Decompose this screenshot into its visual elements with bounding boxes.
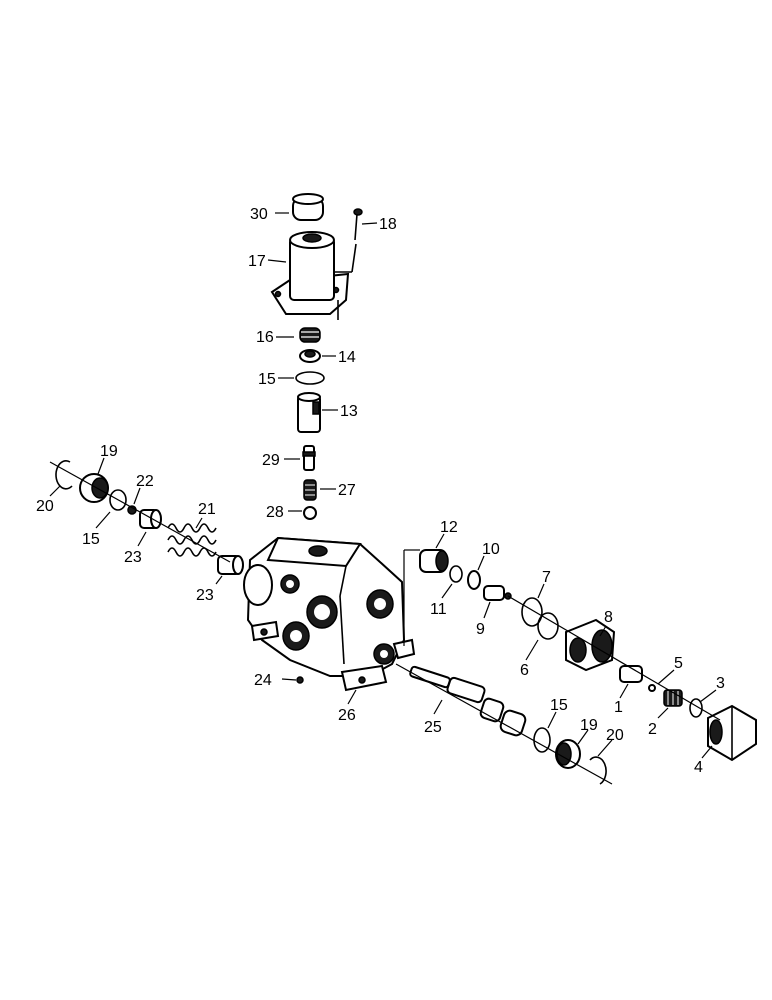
- plug-part-19-bottom: [555, 739, 581, 769]
- callout-14: 14: [338, 349, 356, 366]
- ball-part-5: [648, 684, 656, 692]
- callout-8: 8: [604, 609, 613, 626]
- callout-13: 13: [340, 403, 358, 420]
- callout-12: 12: [440, 519, 458, 536]
- sleeve-part-13: [297, 392, 321, 433]
- callout-24: 24: [254, 672, 272, 689]
- callout-11: 11: [430, 601, 447, 618]
- callout-19-bottom: 19: [580, 717, 598, 734]
- callout-15-left: 15: [82, 531, 100, 548]
- callout-28: 28: [266, 504, 284, 521]
- callout-16: 16: [256, 329, 274, 346]
- callout-30: 30: [250, 206, 268, 223]
- callout-20-bottom: 20: [606, 727, 624, 744]
- callout-leader-lines: [49, 212, 717, 759]
- callout-27: 27: [338, 482, 356, 499]
- plug-part-19-left: [79, 473, 109, 503]
- callout-3: 3: [716, 675, 725, 692]
- callout-19-left: 19: [100, 443, 118, 460]
- callout-labels: 30 18 17 16 14 15 13 29 27 28 19 20 22 1…: [36, 206, 725, 776]
- poppet-part-9: [483, 585, 512, 601]
- callout-17: 17: [248, 253, 266, 270]
- oring-part-11: [449, 565, 463, 583]
- callout-1: 1: [614, 699, 623, 716]
- callout-20-left: 20: [36, 498, 54, 515]
- solenoid-part-17: [270, 231, 357, 320]
- ball-part-28: [303, 506, 317, 520]
- callout-15-top: 15: [258, 371, 276, 388]
- callout-9: 9: [476, 621, 485, 638]
- seat-part-14: [299, 349, 321, 363]
- oring-part-3: [689, 698, 703, 718]
- spring-part-27: [303, 479, 317, 501]
- callout-18: 18: [379, 216, 397, 233]
- plug-part-24: [296, 676, 304, 684]
- cap-part-30: [292, 193, 324, 221]
- oring-part-7: [521, 597, 543, 627]
- washer-part-10: [467, 570, 481, 590]
- circlip-part-20-left: [55, 460, 73, 490]
- screw-part-18: [353, 208, 363, 241]
- retainer-part-23-left: [139, 509, 162, 529]
- cup-part-12: [419, 549, 449, 573]
- callout-4: 4: [694, 759, 703, 776]
- plunger-part-29: [302, 445, 316, 471]
- housing-part-8: [565, 618, 616, 672]
- callout-7: 7: [542, 569, 551, 586]
- callout-22: 22: [136, 473, 154, 490]
- oring-part-6: [537, 612, 559, 640]
- spring-part-16: [299, 327, 321, 343]
- callout-10: 10: [482, 541, 500, 558]
- callout-23-center: 23: [196, 587, 214, 604]
- retainer-part-23-center: [217, 555, 244, 575]
- callout-6: 6: [520, 662, 529, 679]
- spool-part-25: [409, 665, 527, 737]
- valve-body-part-26: [243, 536, 416, 692]
- callout-23-left: 23: [124, 549, 142, 566]
- assembly-axis-lines: [49, 461, 721, 785]
- circlip-part-20-bottom: [589, 756, 607, 785]
- plug-part-4: [707, 704, 757, 762]
- callout-21: 21: [198, 501, 216, 518]
- callout-5: 5: [674, 655, 683, 672]
- callout-15-bottom: 15: [550, 697, 568, 714]
- callout-29: 29: [262, 452, 280, 469]
- callout-2: 2: [648, 721, 657, 738]
- oring-part-15-left: [109, 489, 127, 511]
- callout-25: 25: [424, 719, 442, 736]
- callout-26: 26: [338, 707, 356, 724]
- oring-part-15-top: [295, 371, 325, 385]
- spring-part-21: [167, 523, 217, 557]
